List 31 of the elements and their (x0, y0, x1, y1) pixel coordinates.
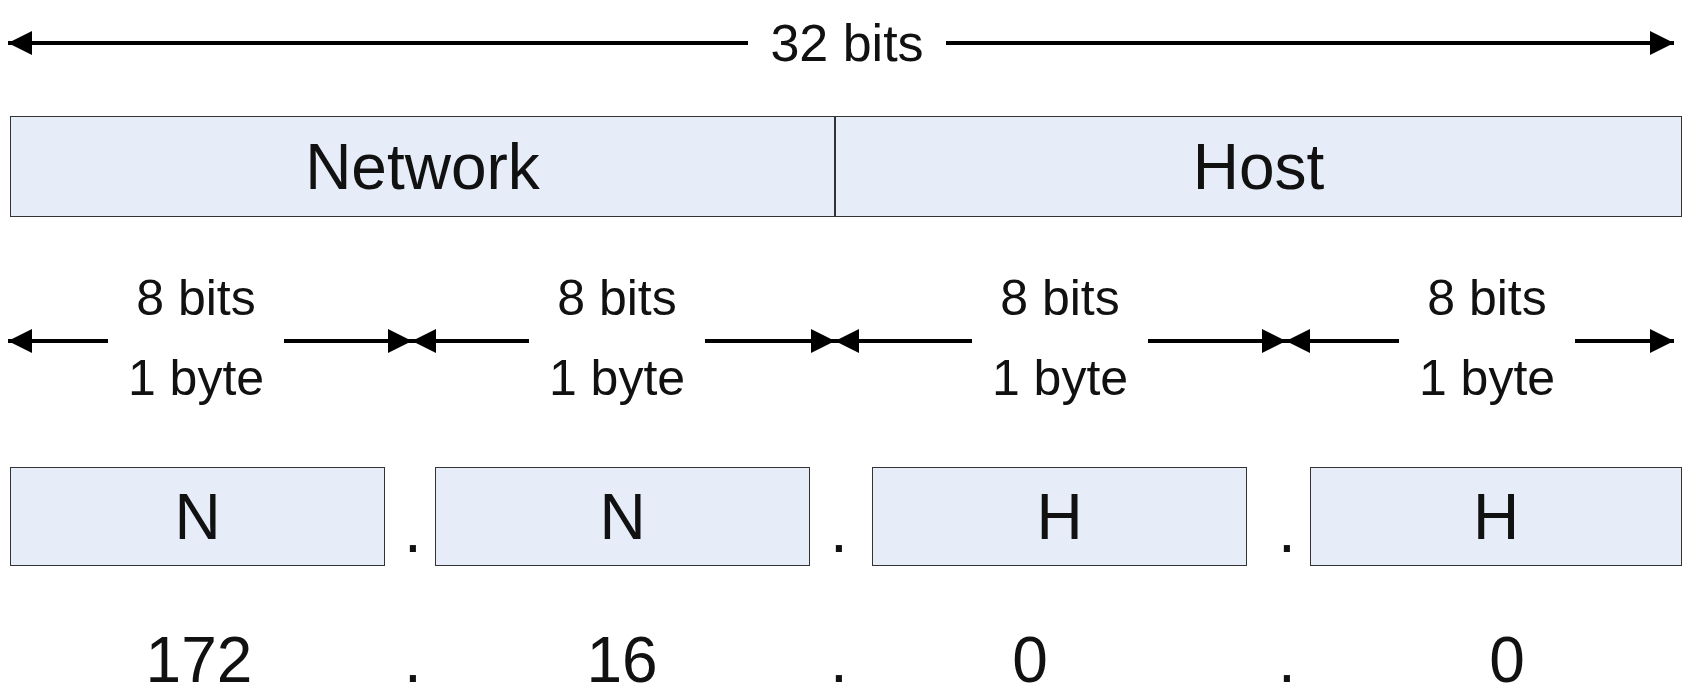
separator-dot: . (830, 498, 848, 562)
field-box (872, 467, 1247, 566)
field-label: H (1036, 484, 1083, 549)
separator-dot: . (404, 628, 422, 692)
byte-width-label: 1 byte (548, 353, 686, 403)
separator-dot: . (404, 498, 422, 562)
byte-width-label: 1 byte (991, 353, 1129, 403)
bit-width-label: 32 bits (770, 17, 924, 69)
separator-dot: . (1278, 498, 1296, 562)
field-label: H (1472, 484, 1520, 549)
separator-dot: . (830, 628, 848, 692)
bit-width-label: 8 bits (557, 273, 677, 323)
bit-width-label: 8 bits (1427, 273, 1547, 323)
bit-width-label: 8 bits (136, 273, 256, 323)
field-box (835, 116, 1682, 217)
octet-value: 172 (145, 628, 253, 692)
field-label: N (599, 484, 646, 549)
field-box (10, 467, 385, 566)
byte-width-label: 1 byte (127, 353, 265, 403)
separator-dot: . (1278, 628, 1296, 692)
field-label: Host (1192, 134, 1325, 199)
octet-value: 0 (1012, 628, 1048, 692)
field-label: N (174, 484, 221, 549)
field-box (435, 467, 810, 566)
byte-width-label: 1 byte (1418, 353, 1556, 403)
field-box (10, 116, 835, 217)
octet-value: 16 (586, 628, 658, 692)
field-label: Network (305, 134, 540, 199)
octet-value: 0 (1489, 628, 1525, 692)
bit-width-label: 8 bits (1000, 273, 1120, 323)
field-box (1310, 467, 1682, 566)
